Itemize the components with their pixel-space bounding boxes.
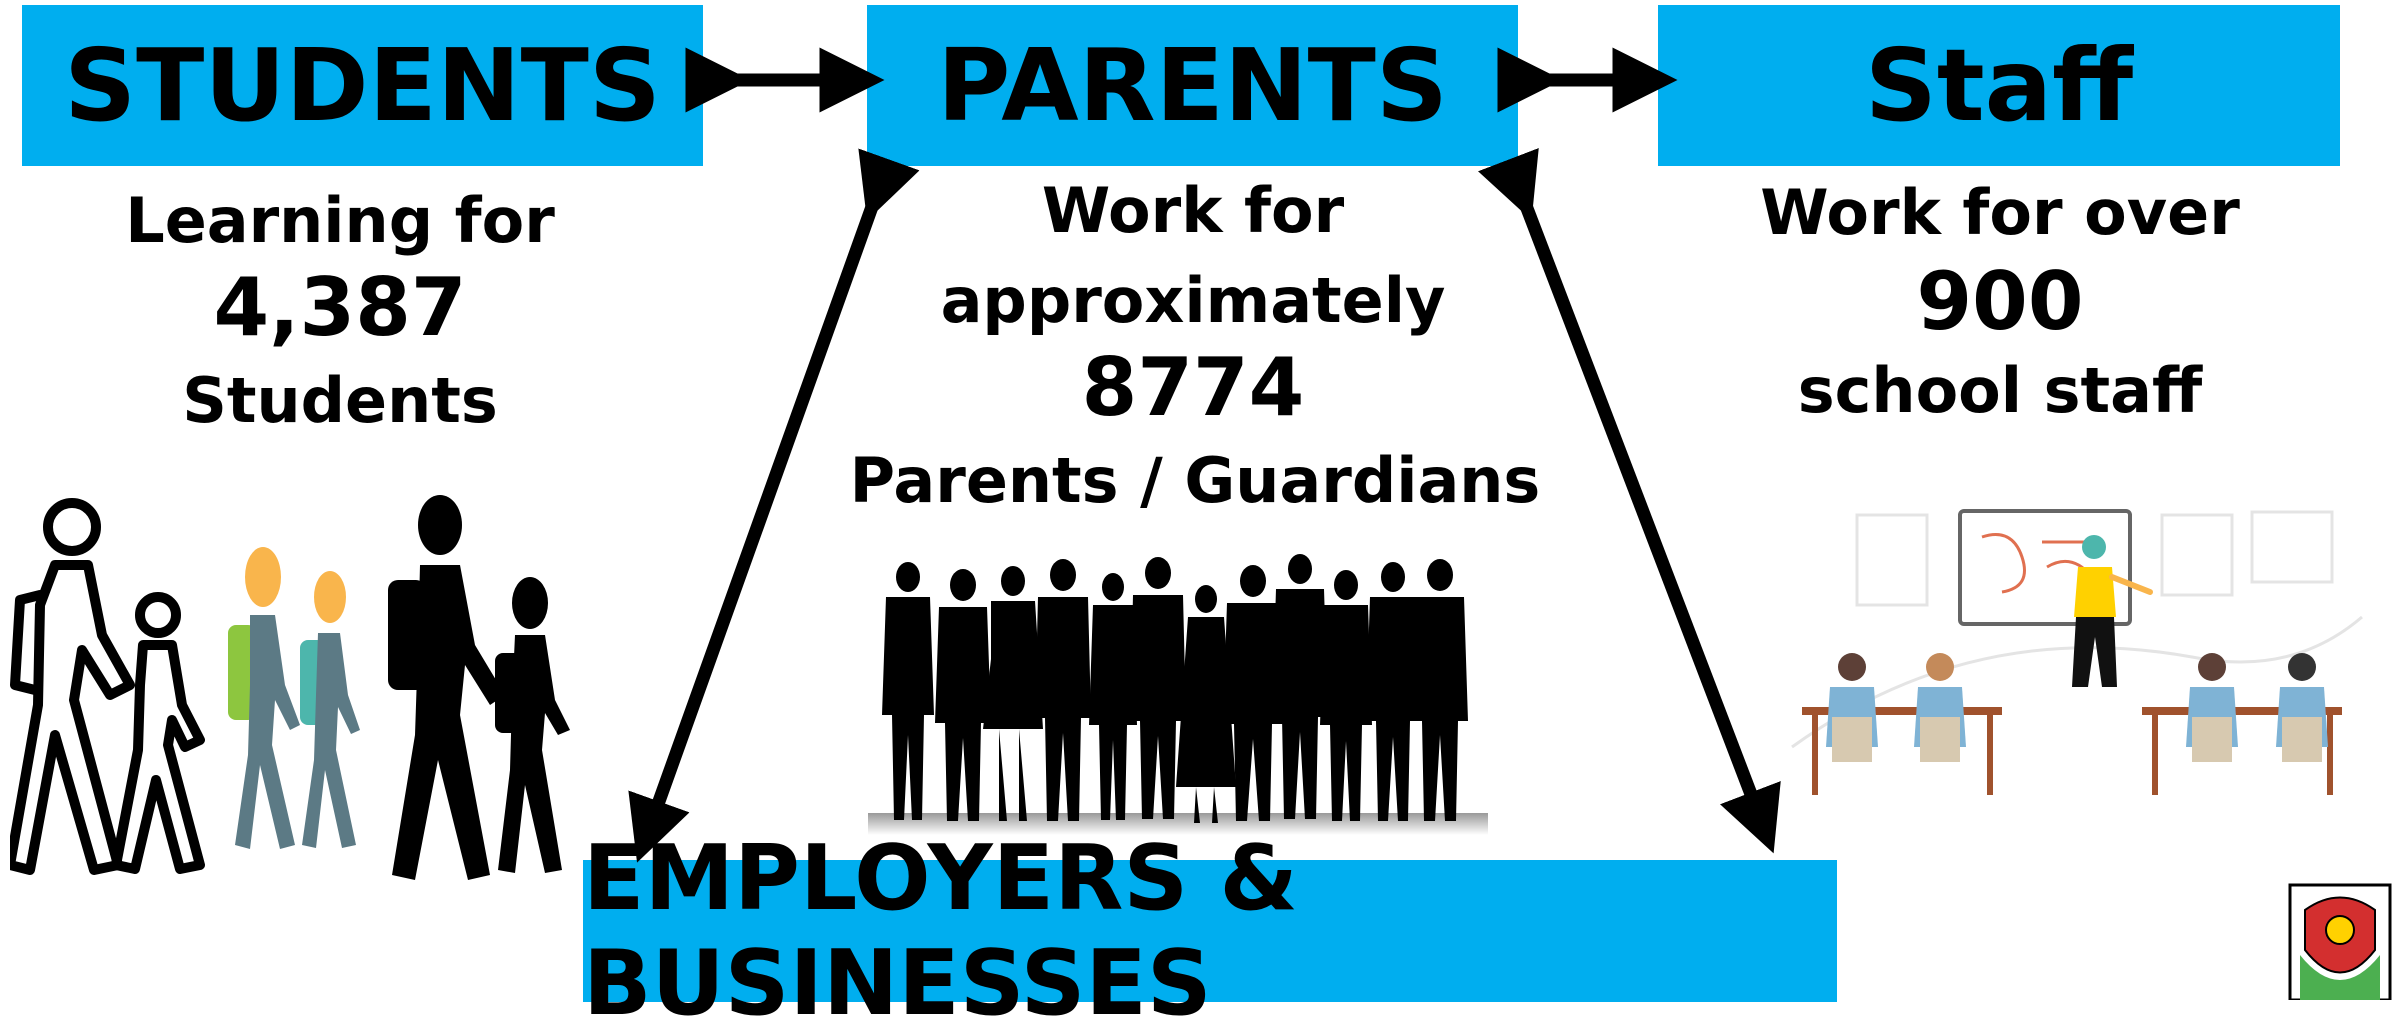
staff-stat-line1: Work for over: [1760, 176, 2240, 249]
staff-stat-value: 900: [1916, 255, 2084, 348]
students-box: STUDENTS: [22, 5, 703, 166]
parents-employers-right-arrow: [1478, 148, 1781, 854]
students-box-label: STUDENTS: [64, 27, 661, 144]
parents-stat-value: 8774: [1081, 341, 1305, 434]
staff-stat-line2: school staff: [1797, 354, 2203, 427]
staff-box: Staff: [1658, 5, 2340, 166]
students-stat-line2: Students: [182, 364, 498, 437]
relationship-arrows: [628, 47, 1781, 863]
parents-stat-line1: Work for: [1041, 174, 1345, 247]
students-stat-value: 4,387: [213, 261, 467, 354]
parents-box-label: PARENTS: [937, 27, 1448, 144]
parents-stat-line3: Parents / Guardians: [849, 444, 1541, 517]
walking-students-icon: [10, 495, 570, 880]
parents-employers-left-arrow: [628, 148, 920, 863]
parents-box: PARENTS: [867, 5, 1518, 166]
coat-of-arms-icon: [2288, 883, 2392, 1000]
staff-box-label: Staff: [1864, 27, 2134, 144]
parents-stat-line2: approximately: [940, 264, 1446, 337]
crowd-silhouette-icon: [868, 554, 1488, 835]
classroom-teacher-icon: [1791, 509, 2363, 795]
employers-box: EMPLOYERS & BUSINESSES: [583, 826, 1837, 1036]
students-stat-line1: Learning for: [125, 184, 555, 257]
